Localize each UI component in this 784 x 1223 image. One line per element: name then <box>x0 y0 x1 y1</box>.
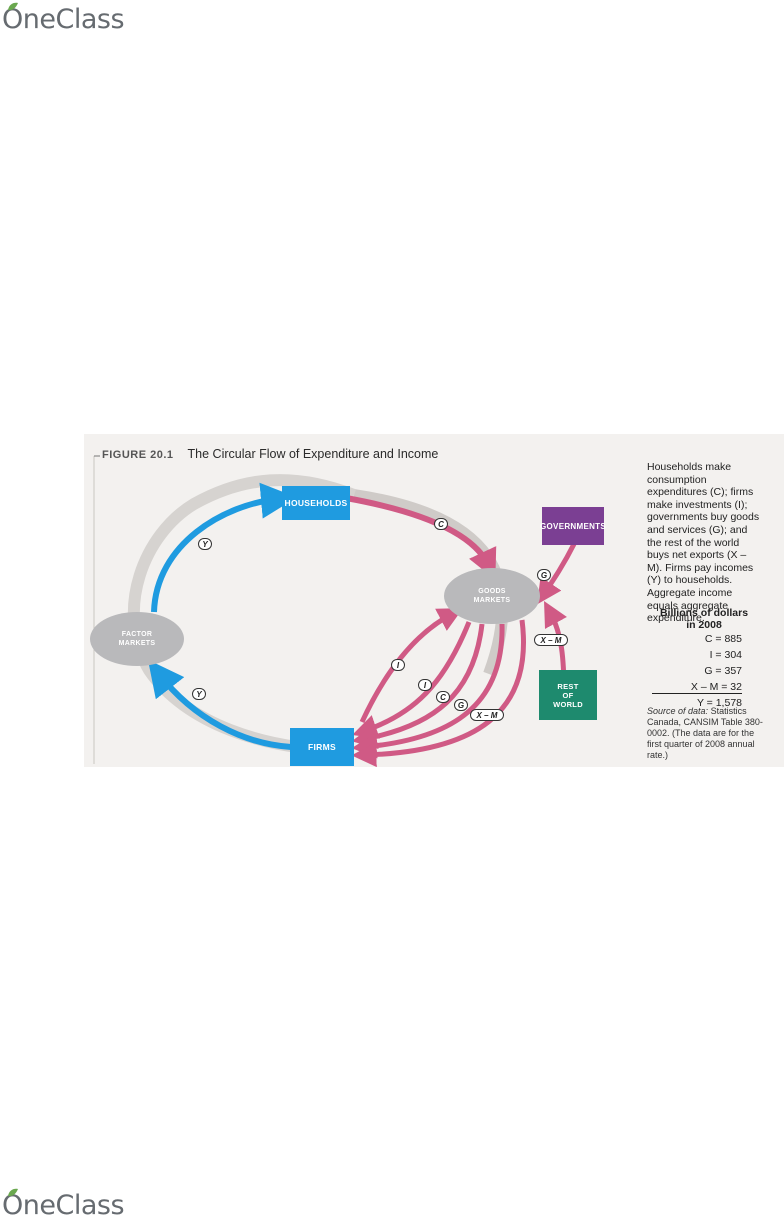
flow-label-y-upper: Y <box>198 538 212 550</box>
figure-number: FIGURE 20.1 <box>102 449 174 461</box>
flow-g-governments-to-goods <box>537 542 577 605</box>
flow-xm-goods-to-firms <box>351 619 526 767</box>
table-row-y: Y = 1,578 <box>696 697 742 709</box>
logo-text-bottom: OneClass <box>2 1189 125 1221</box>
flow-label-g-down: G <box>454 699 468 711</box>
rest-of-world-line1: REST <box>557 681 579 691</box>
flow-label-c-down: C <box>436 691 450 703</box>
flow-g-goods-to-firms <box>351 623 505 759</box>
figure-caption: Households make consumption expenditures… <box>647 461 760 625</box>
flow-label-xm-world: X – M <box>534 634 568 646</box>
logo-text: OneClass <box>2 3 125 35</box>
table-heading-line1: Billions of dollars <box>659 607 749 619</box>
figure-circular-flow: HOUSEHOLDS GOVERNMENTS FIRMS REST OF WOR… <box>84 434 784 767</box>
flow-c-goods-to-firms <box>351 623 485 750</box>
oneclass-logo-top: OneClass <box>2 2 125 36</box>
source-text: Statistics Canada, CANSIM Table 380-0002… <box>647 706 763 760</box>
figure-source: Source of data: Statistics Canada, CANSI… <box>647 706 767 761</box>
factor-markets-line2: MARKETS <box>118 640 156 647</box>
table-row-i: I = 304 <box>709 649 742 661</box>
flow-y-factor-to-households <box>151 482 297 613</box>
goods-markets-line2: MARKETS <box>473 597 511 604</box>
goods-markets-line1: GOODS <box>478 588 506 595</box>
table-row-g: G = 357 <box>704 665 742 677</box>
flow-i-goods-to-firms <box>352 621 472 739</box>
governments-node: GOVERNMENTS <box>540 507 606 545</box>
factor-markets-node: FACTOR MARKETS <box>90 612 184 666</box>
flow-label-xm-down: X – M <box>470 709 504 721</box>
source-label: Source of data: <box>647 706 709 716</box>
table-row-c: C = 885 <box>704 633 742 645</box>
factor-markets-line1: FACTOR <box>121 631 153 638</box>
flow-label-i-down: I <box>418 679 432 691</box>
rest-of-world-line3: WORLD <box>553 699 583 709</box>
goods-markets-node: GOODS MARKETS <box>444 568 540 624</box>
leaf-icon-bottom <box>8 1188 18 1197</box>
figure-header: FIGURE 20.1 The Circular Flow of Expendi… <box>102 447 438 461</box>
rest-of-world-line2: OF <box>562 690 574 700</box>
flow-label-c-top: C <box>434 518 448 530</box>
rest-of-world-node: REST OF WORLD <box>539 670 597 720</box>
table-heading-line2: in 2008 <box>686 619 722 631</box>
flow-i-firms-to-goods <box>359 608 464 724</box>
flow-y-firms-to-factor <box>147 659 292 750</box>
firms-node: FIRMS <box>290 728 354 766</box>
table-heading: Billions of dollars in 2008 <box>654 607 754 631</box>
flow-shadow-left <box>128 474 357 757</box>
leaf-icon <box>8 2 18 11</box>
figure-title: The Circular Flow of Expenditure and Inc… <box>187 447 439 461</box>
table-row-xm: X – M = 32 <box>652 681 742 694</box>
circular-flow-diagram <box>93 455 577 767</box>
flow-label-y-lower: Y <box>192 688 206 700</box>
households-node: HOUSEHOLDS <box>282 486 350 520</box>
flow-label-g-gov: G <box>537 569 551 581</box>
oneclass-logo-bottom: OneClass <box>2 1188 125 1222</box>
flow-label-i-up: I <box>391 659 405 671</box>
